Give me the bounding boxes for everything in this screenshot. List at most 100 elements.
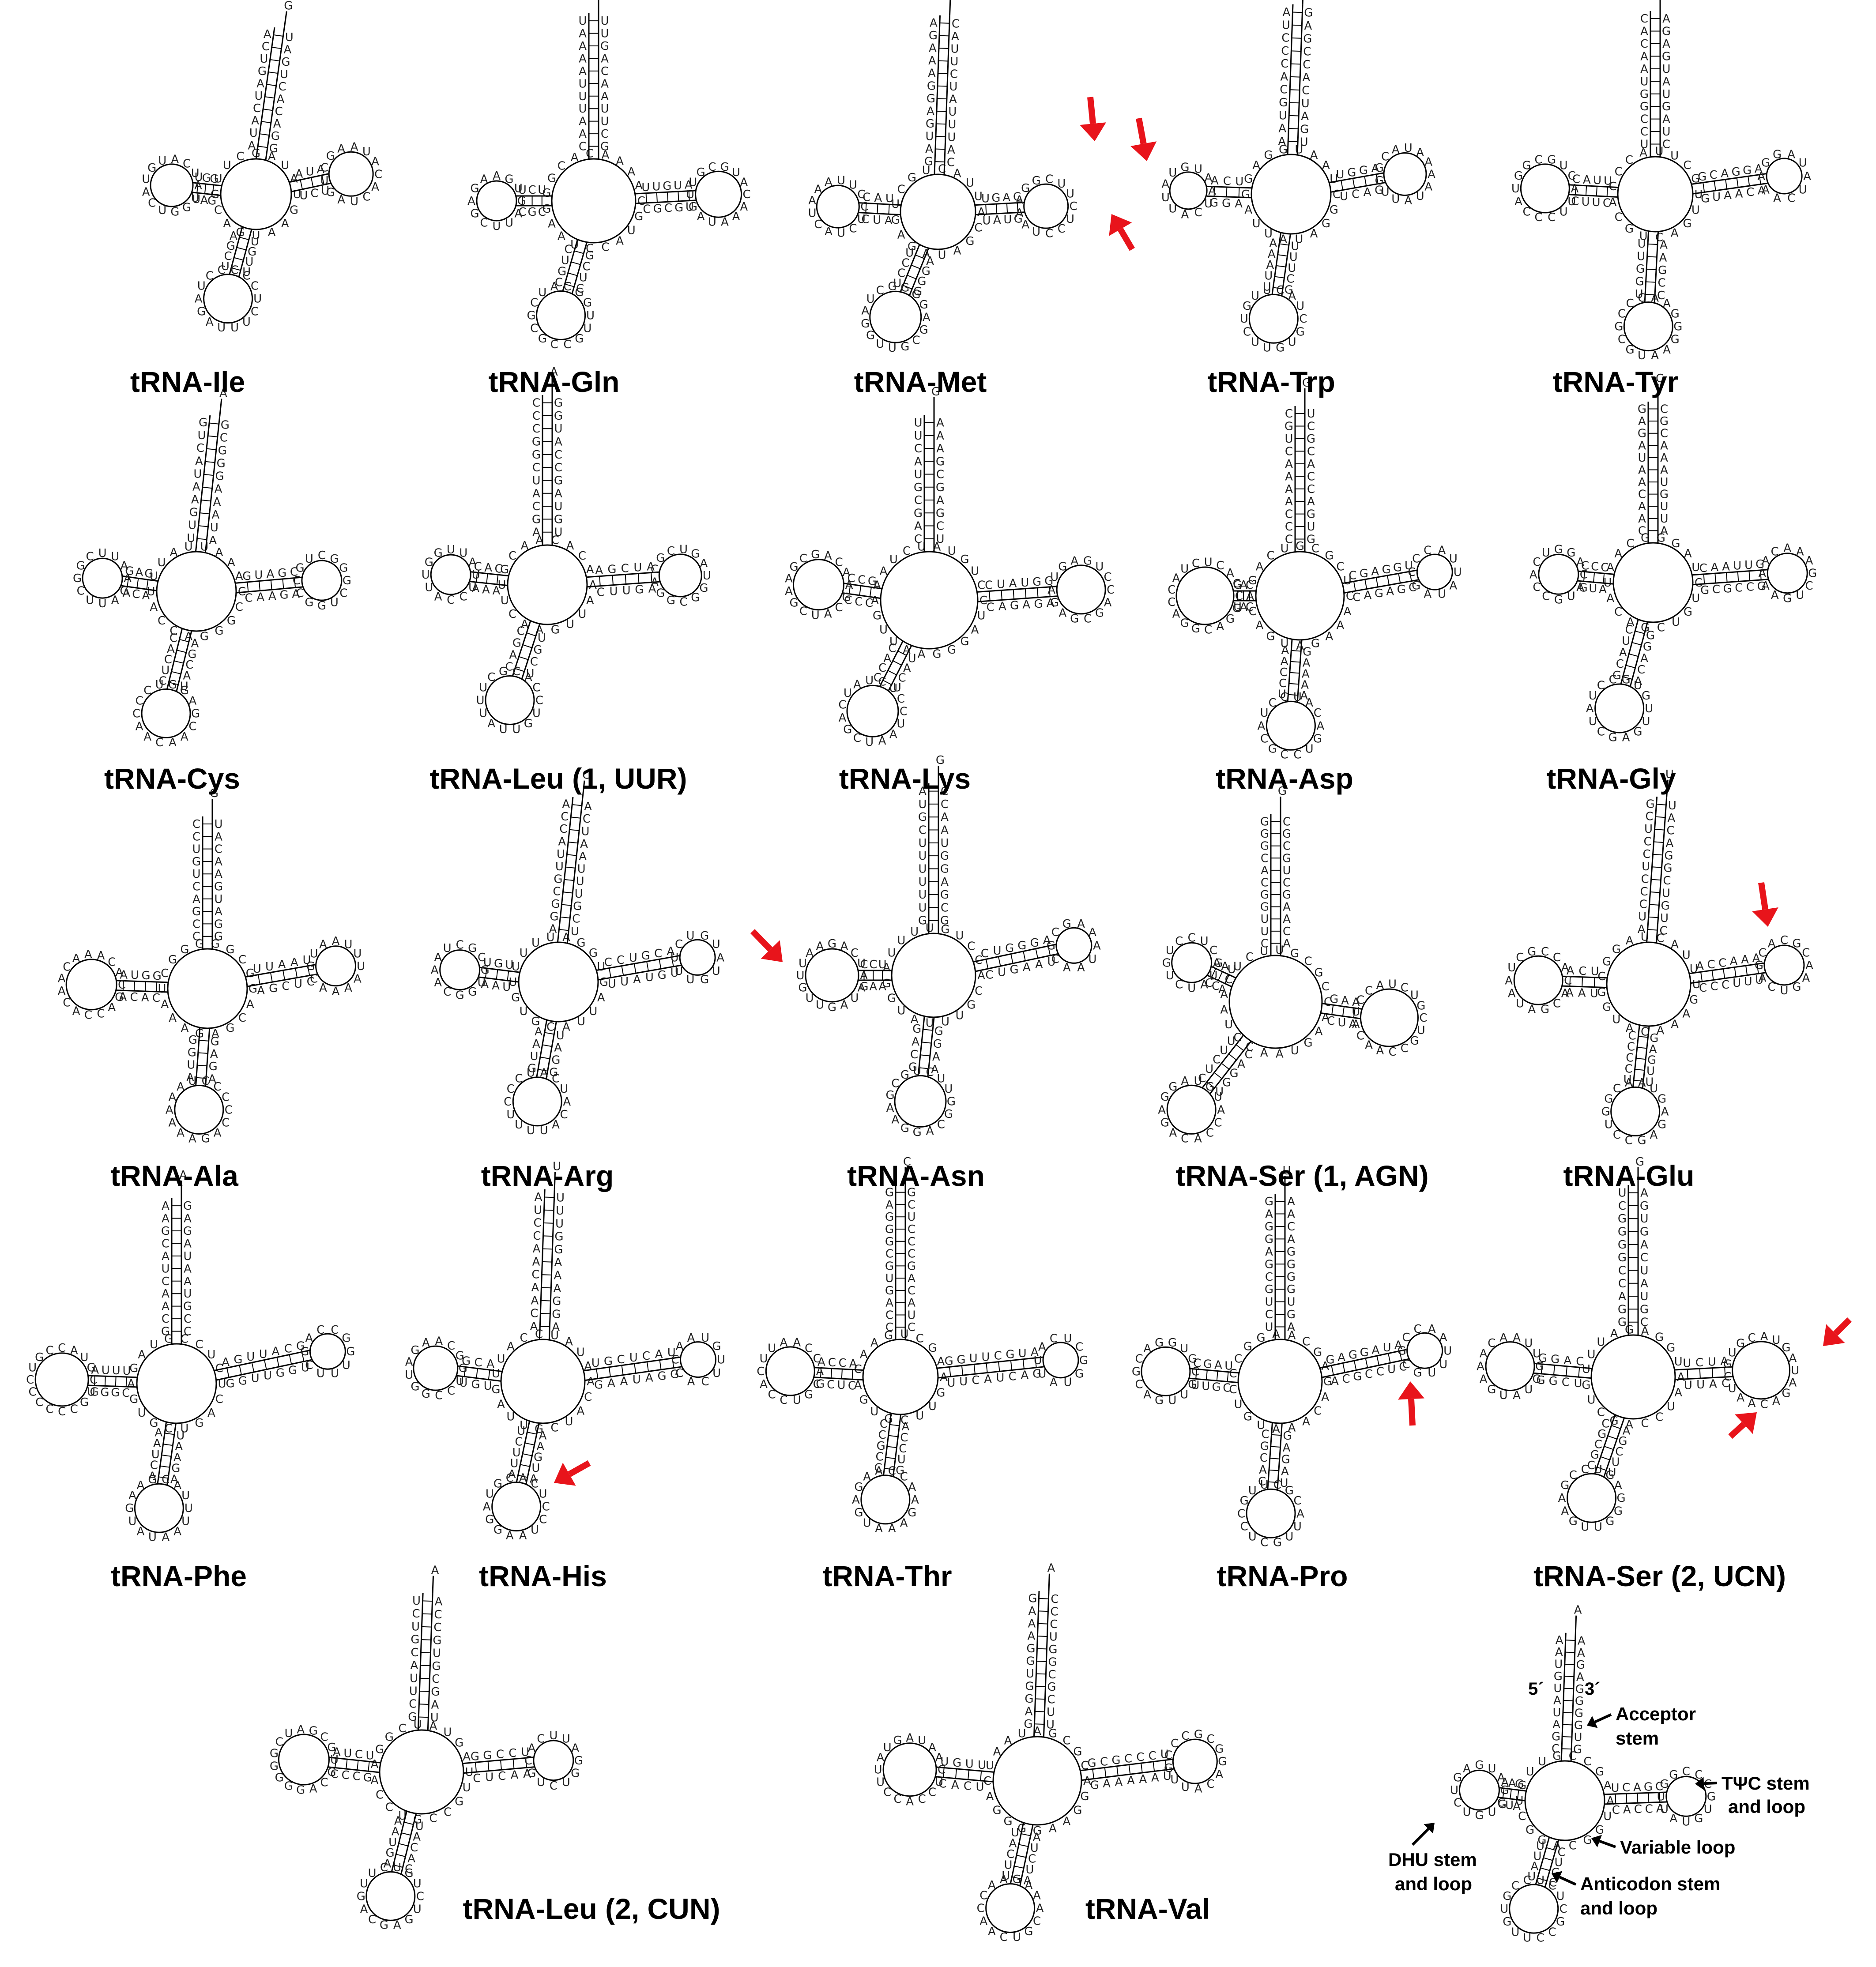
svg-text:G: G bbox=[1662, 25, 1671, 38]
svg-text:C: C bbox=[399, 1722, 407, 1735]
svg-text:U: U bbox=[1772, 1334, 1780, 1347]
svg-text:C: C bbox=[1767, 981, 1775, 994]
svg-text:C: C bbox=[1718, 956, 1726, 970]
svg-text:G: G bbox=[405, 1913, 414, 1926]
svg-text:G: G bbox=[1194, 1728, 1203, 1741]
svg-text:C: C bbox=[316, 1324, 324, 1337]
svg-text:C: C bbox=[320, 161, 328, 174]
svg-text:C: C bbox=[1402, 1331, 1410, 1344]
svg-text:U: U bbox=[1560, 205, 1568, 218]
svg-text:G: G bbox=[248, 245, 256, 259]
svg-text:G: G bbox=[991, 192, 1000, 205]
svg-text:A: A bbox=[1662, 38, 1670, 51]
svg-text:A: A bbox=[716, 951, 724, 964]
svg-text:U: U bbox=[1288, 262, 1296, 275]
svg-text:A: A bbox=[1220, 988, 1228, 1001]
central-loop bbox=[156, 551, 237, 632]
svg-text:C: C bbox=[1658, 276, 1665, 290]
svg-text:A: A bbox=[880, 565, 888, 578]
svg-text:U: U bbox=[321, 184, 329, 198]
svg-text:U: U bbox=[918, 862, 927, 876]
svg-text:A: A bbox=[150, 601, 158, 614]
label-trna-leu-2: tRNA-Leu (2, CUN) bbox=[463, 1892, 720, 1925]
svg-text:U: U bbox=[483, 956, 492, 969]
svg-text:A: A bbox=[988, 1925, 996, 1938]
svg-text:C: C bbox=[206, 269, 214, 282]
svg-text:U: U bbox=[1021, 576, 1029, 590]
svg-text:U: U bbox=[1220, 1044, 1228, 1057]
svg-text:A: A bbox=[1260, 1046, 1268, 1060]
svg-text:C: C bbox=[1618, 308, 1626, 321]
svg-text:G: G bbox=[908, 240, 916, 253]
svg-text:C: C bbox=[412, 1607, 420, 1621]
svg-text:G: G bbox=[573, 900, 582, 913]
svg-text:A: A bbox=[785, 585, 793, 598]
svg-text:U: U bbox=[413, 1903, 422, 1916]
svg-text:C: C bbox=[1311, 542, 1319, 556]
svg-text:U: U bbox=[889, 553, 898, 566]
svg-text:G: G bbox=[828, 1001, 836, 1014]
svg-text:U: U bbox=[922, 164, 930, 177]
svg-text:A: A bbox=[860, 1348, 868, 1361]
svg-text:A: A bbox=[977, 969, 985, 982]
svg-text:U: U bbox=[181, 1515, 190, 1528]
svg-text:C: C bbox=[518, 206, 526, 219]
svg-text:A: A bbox=[1789, 1377, 1797, 1390]
svg-text:C: C bbox=[1286, 273, 1294, 286]
svg-text:A: A bbox=[394, 1814, 402, 1828]
svg-text:A: A bbox=[169, 1091, 177, 1104]
svg-text:U: U bbox=[193, 467, 202, 481]
svg-text:A: A bbox=[214, 1127, 222, 1140]
svg-text:A: A bbox=[926, 255, 934, 268]
svg-text:G: G bbox=[551, 623, 560, 636]
svg-text:G: G bbox=[908, 1506, 916, 1519]
svg-text:A: A bbox=[1344, 605, 1352, 618]
svg-text:G: G bbox=[1279, 96, 1288, 109]
svg-text:A: A bbox=[1662, 75, 1670, 88]
svg-text:U: U bbox=[948, 118, 956, 132]
red-arrow-0 bbox=[1080, 97, 1106, 141]
svg-text:A: A bbox=[843, 566, 851, 579]
svg-text:C: C bbox=[1265, 1271, 1273, 1284]
svg-text:A: A bbox=[1640, 63, 1648, 76]
svg-text:G: G bbox=[919, 298, 928, 312]
svg-text:U: U bbox=[505, 959, 513, 972]
svg-text:C: C bbox=[506, 1471, 514, 1485]
svg-text:U: U bbox=[1552, 1706, 1561, 1719]
svg-text:U: U bbox=[527, 1067, 535, 1080]
svg-text:U: U bbox=[414, 1718, 422, 1731]
svg-text:C: C bbox=[342, 1769, 350, 1782]
svg-text:G: G bbox=[456, 1349, 464, 1362]
svg-text:U: U bbox=[1260, 925, 1269, 938]
svg-text:U: U bbox=[479, 707, 487, 720]
svg-text:G: G bbox=[290, 204, 298, 217]
svg-text:U: U bbox=[1660, 512, 1668, 526]
svg-text:A: A bbox=[540, 1067, 548, 1080]
svg-text:U: U bbox=[1251, 290, 1259, 303]
svg-text:C: C bbox=[579, 140, 587, 154]
svg-text:G: G bbox=[1618, 1435, 1627, 1448]
svg-text:A: A bbox=[1563, 1354, 1571, 1367]
svg-text:U: U bbox=[1003, 213, 1012, 226]
svg-text:C: C bbox=[155, 736, 163, 749]
svg-text:C: C bbox=[1597, 1406, 1605, 1419]
svg-text:A: A bbox=[192, 893, 200, 906]
svg-text:G: G bbox=[1026, 1655, 1035, 1668]
svg-text:G: G bbox=[168, 678, 177, 692]
svg-text:C: C bbox=[380, 1861, 388, 1874]
svg-text:G: G bbox=[326, 186, 335, 199]
svg-text:C: C bbox=[215, 843, 222, 856]
svg-text:G: G bbox=[532, 448, 541, 462]
svg-text:C: C bbox=[1522, 205, 1530, 218]
svg-text:A: A bbox=[1651, 349, 1659, 362]
svg-text:A: A bbox=[1307, 458, 1315, 471]
svg-text:U: U bbox=[811, 609, 820, 622]
svg-text:G: G bbox=[1032, 1368, 1041, 1381]
svg-text:A: A bbox=[1622, 731, 1630, 744]
svg-text:U: U bbox=[1289, 251, 1298, 264]
svg-text:U: U bbox=[185, 1502, 193, 1515]
svg-text:G: G bbox=[1535, 1360, 1544, 1373]
svg-text:A: A bbox=[1638, 476, 1646, 489]
svg-text:A: A bbox=[840, 940, 848, 953]
legend-arrow-0 bbox=[1587, 1713, 1612, 1728]
